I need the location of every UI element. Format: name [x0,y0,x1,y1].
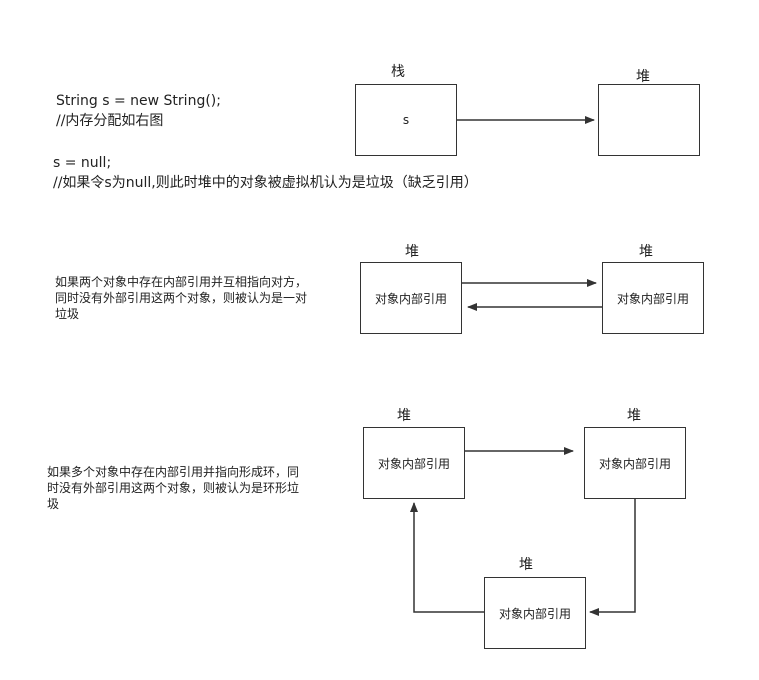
object-box-label: 对象内部引用 [616,291,689,306]
object-box-label: 对象内部引用 [374,291,447,306]
heap-label-right: 堆 [627,408,641,424]
cycle-box-right: 对象内部引用 [584,427,686,499]
object-box-left: 对象内部引用 [360,262,462,334]
arrow-cycle-bottom-to-left [410,502,484,613]
description-cyclic-reference: 如果多个对象中存在内部引用并指向形成环，同 时没有外部引用这两个对象，则被认为是… [47,465,300,512]
heap-label-bottom: 堆 [519,557,533,573]
heap-label-left: 堆 [405,244,419,260]
stack-box: s [355,84,457,156]
cycle-box-bottom: 对象内部引用 [484,577,586,649]
code-line-null: s = null; [53,155,112,171]
heap-label: 堆 [636,69,650,85]
comment-garbage: //如果令s为null,则此时堆中的对象被虚拟机认为是垃圾（缺乏引用） [53,175,478,191]
code-line-new-string: String s = new String(); [56,93,221,109]
object-box-label: 对象内部引用 [598,456,671,471]
stack-variable: s [402,113,410,127]
heap-box [598,84,700,156]
arrow-cycle-right-to-bottom [589,499,636,616]
cycle-box-left: 对象内部引用 [363,427,465,499]
heap-label-right: 堆 [639,244,653,260]
stack-label: 栈 [391,64,405,80]
object-box-label: 对象内部引用 [377,456,450,471]
comment-memory-allocation: //内存分配如右图 [56,113,164,129]
heap-label-left: 堆 [397,408,411,424]
object-box-label: 对象内部引用 [498,606,571,621]
description-mutual-reference: 如果两个对象中存在内部引用并互相指向对方， 同时没有外部引用这两个对象，则被认为… [55,275,308,322]
object-box-right: 对象内部引用 [602,262,704,334]
